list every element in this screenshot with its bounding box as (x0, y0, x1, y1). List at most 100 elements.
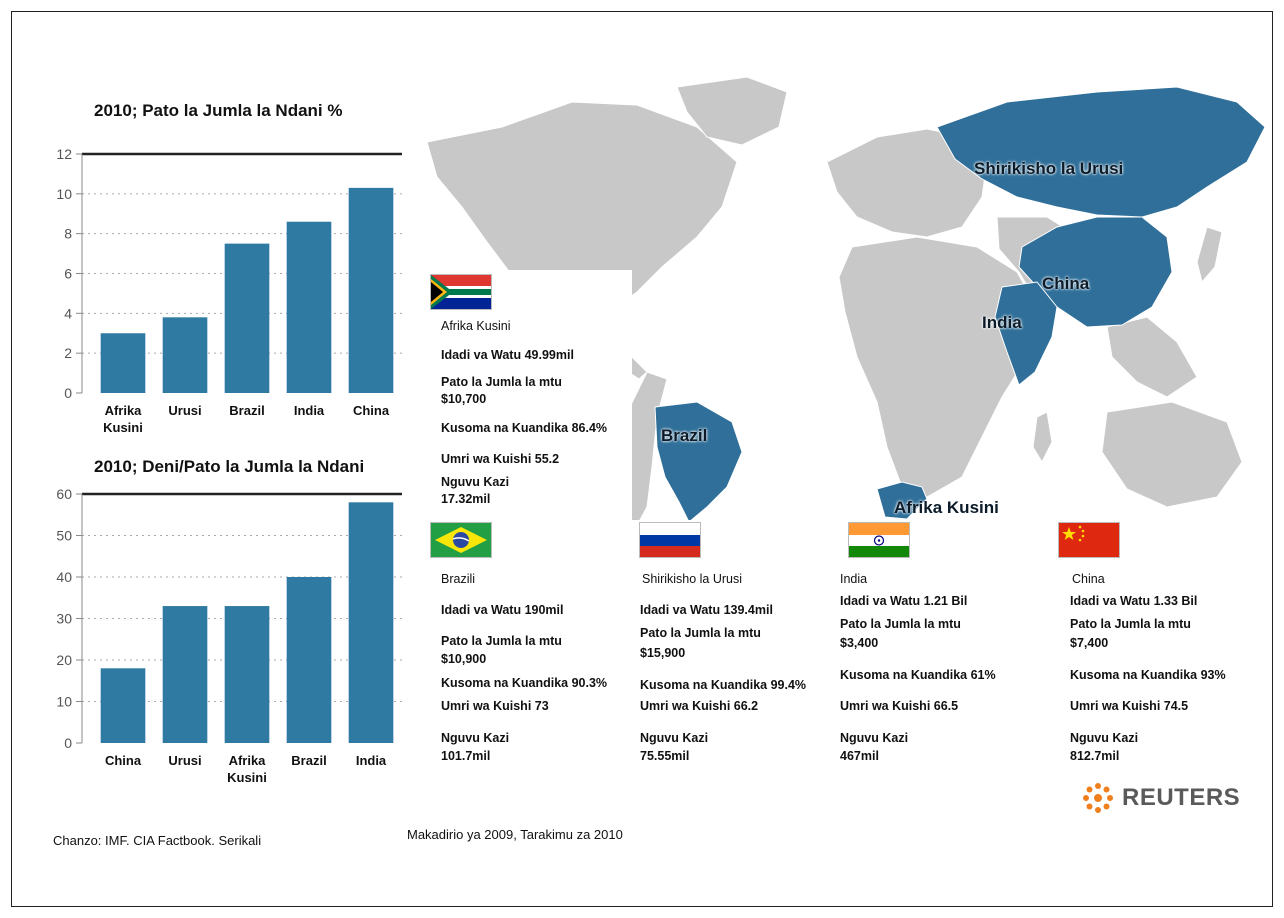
china-gdp-label: Pato la Jumla la mtu (1070, 617, 1191, 631)
brazil-gdp-label: Pato la Jumla la mtu (441, 634, 562, 648)
south-africa-labor-value: 17.32mil (441, 492, 491, 506)
bar (224, 606, 270, 743)
south-africa-labor-label: Nguvu Kazi (441, 475, 510, 489)
y-tick-label: 8 (64, 226, 72, 242)
y-tick-label: 12 (56, 146, 72, 162)
chart2-title: 2010; Deni/Pato la Jumla la Ndani (94, 457, 365, 476)
country-panels (427, 520, 1267, 786)
brazil-name: Brazili (441, 572, 476, 586)
india-literacy: Kusoma na Kuandika 61% (840, 668, 996, 682)
y-tick-label: 10 (56, 694, 72, 710)
south-africa-gdp-label: Pato la Jumla la mtu (441, 375, 562, 389)
estimate-note: Makadirio ya 2009, Tarakimu za 2010 (407, 827, 623, 842)
bar (162, 606, 208, 743)
north-america-shape (426, 101, 738, 333)
russia-flag (639, 522, 701, 558)
y-tick-label: 4 (64, 305, 72, 321)
map-label-brazil: Brazil (661, 426, 708, 445)
y-tick-label: 20 (56, 652, 72, 668)
brazil-shape (654, 401, 743, 523)
y-tick-label: 30 (56, 611, 72, 627)
x-tick-label: Urusi (168, 753, 201, 768)
china-name: China (1072, 572, 1105, 586)
russia-labor-value: 75.55mil (640, 749, 690, 763)
reuters-logo: REUTERS (1080, 780, 1240, 816)
x-tick-label: India (356, 753, 387, 768)
reuters-logo-text: REUTERS (1122, 784, 1241, 811)
brazil-population: Idadi va Watu 190mil (441, 603, 564, 617)
india-life: Umri wa Kuishi 66.5 (840, 699, 959, 713)
south-africa-literacy: Kusoma na Kuandika 86.4% (441, 421, 608, 435)
russia-labor-label: Nguvu Kazi (640, 731, 709, 745)
y-tick-label: 2 (64, 345, 72, 361)
y-tick-label: 6 (64, 266, 72, 282)
x-tick-label: India (294, 403, 325, 418)
brazil-labor-value: 101.7mil (441, 749, 491, 763)
x-tick-label: Brazil (229, 403, 264, 418)
y-tick-label: 40 (56, 569, 72, 585)
bar (100, 333, 146, 393)
south-africa-panel (430, 270, 632, 528)
x-tick-label: Brazil (291, 753, 326, 768)
europe-shape (826, 128, 988, 238)
x-tick-label: China (105, 753, 142, 768)
infographic: Shirikisho la Urusi China India Brazil A… (11, 11, 1273, 907)
y-tick-label: 0 (64, 385, 72, 401)
south-africa-gdp-value: $10,700 (441, 392, 487, 406)
russia-gdp-value: $15,900 (640, 646, 686, 660)
china-labor-label: Nguvu Kazi (1070, 731, 1139, 745)
brazil-flag (430, 522, 492, 558)
china-life: Umri wa Kuishi 74.5 (1070, 699, 1189, 713)
china-gdp-value: $7,400 (1070, 636, 1109, 650)
south-africa-name: Afrika Kusini (441, 319, 511, 333)
bar (348, 502, 394, 743)
south-africa-shape (876, 481, 928, 520)
chart1-title: 2010; Pato la Jumla la Ndani % (94, 101, 343, 120)
india-population: Idadi va Watu 1.21 Bil (840, 594, 968, 608)
map-label-south-africa: Afrika Kusini (894, 498, 999, 517)
y-tick-label: 60 (56, 486, 72, 502)
china-labor-value: 812.7mil (1070, 749, 1120, 763)
russia-life: Umri wa Kuishi 66.2 (640, 699, 759, 713)
reuters-logo-icon (1083, 783, 1113, 813)
russia-shape (936, 86, 1266, 218)
y-tick-label: 50 (56, 528, 72, 544)
south-africa-life: Umri wa Kuishi 55.2 (441, 452, 560, 466)
bar (162, 317, 208, 393)
southeast-asia-shape (1106, 316, 1198, 398)
x-tick-label: Urusi (168, 403, 201, 418)
greenland-shape (676, 76, 788, 146)
africa-shape (838, 236, 1038, 498)
china-population: Idadi va Watu 1.33 Bil (1070, 594, 1198, 608)
india-gdp-value: $3,400 (840, 636, 879, 650)
bar (348, 187, 394, 393)
india-flag (848, 522, 910, 558)
madagascar-shape (1032, 411, 1053, 464)
brazil-gdp-value: $10,900 (441, 652, 487, 666)
russia-gdp-label: Pato la Jumla la mtu (640, 626, 761, 640)
brazil-literacy: Kusoma na Kuandika 90.3% (441, 676, 608, 690)
russia-name: Shirikisho la Urusi (642, 572, 743, 586)
india-name: India (840, 572, 868, 586)
china-flag (1058, 522, 1120, 558)
bar (100, 668, 146, 743)
south-africa-population: Idadi va Watu 49.99mil (441, 348, 574, 362)
y-tick-label: 0 (64, 735, 72, 751)
map-label-china: China (1042, 274, 1090, 293)
australia-shape (1101, 401, 1243, 508)
south-africa-flag (430, 274, 492, 310)
india-labor-label: Nguvu Kazi (840, 731, 909, 745)
bar (224, 243, 270, 393)
brazil-labor-label: Nguvu Kazi (441, 731, 510, 745)
y-tick-label: 10 (56, 186, 72, 202)
japan-shape (1196, 226, 1223, 284)
x-tick-label: China (353, 403, 390, 418)
map-label-india: India (982, 313, 1022, 332)
china-literacy: Kusoma na Kuandika 93% (1070, 668, 1226, 682)
india-shape (994, 281, 1058, 386)
india-labor-value: 467mil (840, 749, 879, 763)
